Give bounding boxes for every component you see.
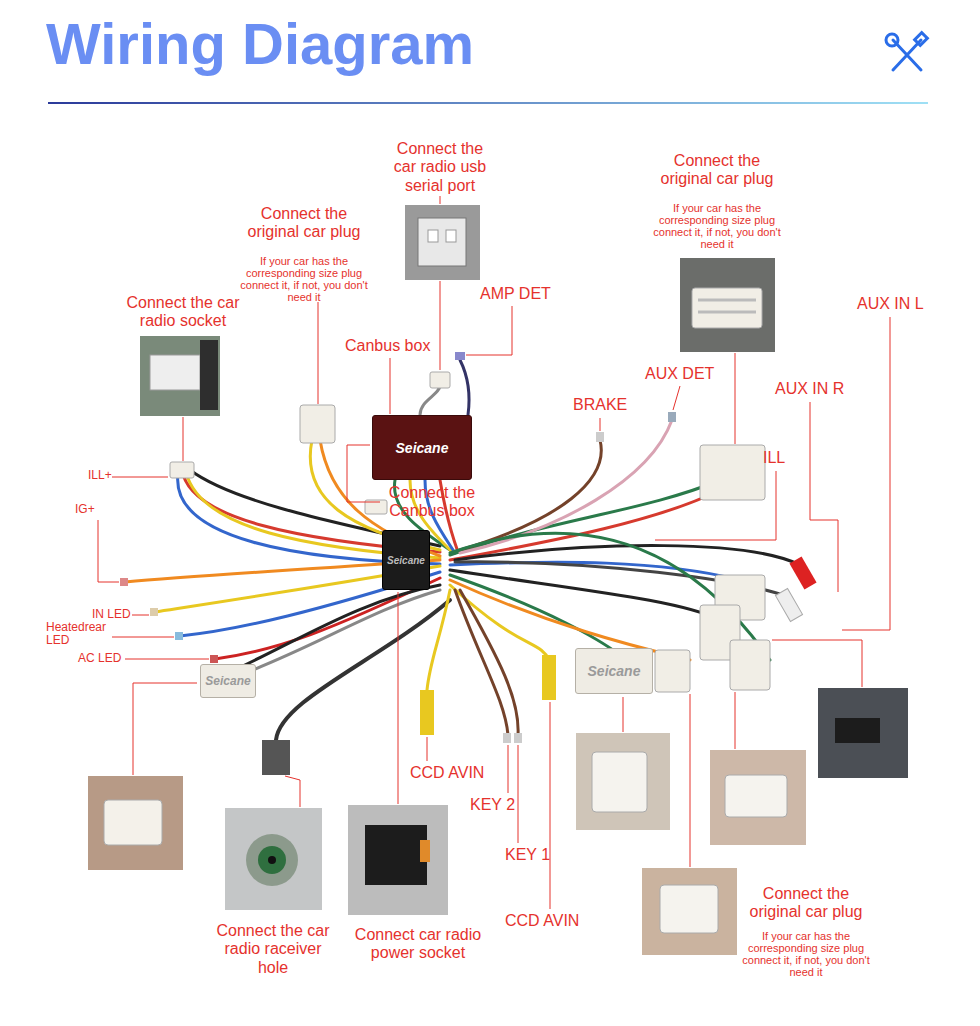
brand-text: Seicane xyxy=(396,440,449,456)
callout-label: AUX IN R xyxy=(775,380,844,398)
brand-text: Seicane xyxy=(205,674,250,688)
callout-label: Connect the car radio usb serial port xyxy=(384,140,496,195)
connector-photo xyxy=(576,733,670,830)
brand-text: Seicane xyxy=(588,663,641,679)
connector-photo xyxy=(710,750,806,845)
tools-icon xyxy=(886,33,927,70)
connector-photo xyxy=(140,336,220,416)
callout-label: CCD AVIN xyxy=(505,912,579,930)
callout-label: Connect the car radio socket xyxy=(116,294,251,331)
callout-label: AUX IN L xyxy=(857,295,924,313)
callout-label: KEY 1 xyxy=(505,846,550,864)
callout-label: Connect car radio power socket xyxy=(343,926,493,963)
connector-photo xyxy=(818,688,908,778)
callout-label: Connect the car radio raceiver hole xyxy=(216,922,331,977)
note-text: If your car has the corresponding size p… xyxy=(237,255,372,303)
connector-block: Seicane xyxy=(372,415,472,480)
callout-label: ILL xyxy=(763,449,785,467)
power-socket-photo xyxy=(348,805,448,915)
callout-label: KEY 2 xyxy=(470,796,515,814)
leader-line xyxy=(98,196,890,909)
connector xyxy=(170,372,770,692)
page-title: Wiring Diagram xyxy=(46,10,474,77)
callout-label: Heatedrear LED xyxy=(46,621,114,647)
connector-photo xyxy=(642,868,737,955)
callout-label: AMP DET xyxy=(480,285,551,303)
callout-label: Connect the original car plug xyxy=(234,205,374,242)
note-text: If your car has the corresponding size p… xyxy=(739,930,874,978)
wire-bundle xyxy=(125,360,800,740)
connector-block: Seicane xyxy=(382,530,430,590)
callout-label: Connect the original car plug xyxy=(736,885,876,922)
rca-plug xyxy=(262,557,817,775)
callout-label: AUX DET xyxy=(645,365,714,383)
callout-label: BRAKE xyxy=(573,396,627,414)
callout-label: CCD AVIN xyxy=(410,764,484,782)
callout-label: Connect the original car plug xyxy=(647,152,787,189)
connector-block: Seicane xyxy=(575,648,653,694)
brand-text: Seicane xyxy=(387,555,425,566)
callout-label: Canbus box xyxy=(345,337,430,355)
callout-label: AC LED xyxy=(78,652,121,665)
callout-label: IN LED xyxy=(92,608,131,621)
connector-photo xyxy=(680,258,775,352)
callout-label: IG+ xyxy=(75,503,95,516)
callout-label: ILL+ xyxy=(88,469,112,482)
callout-label: Connect the Canbus box xyxy=(377,484,487,521)
connector-block: Seicane xyxy=(200,664,256,698)
note-text: If your car has the corresponding size p… xyxy=(650,202,785,250)
antenna-photo xyxy=(225,808,322,910)
title-underline xyxy=(48,102,928,104)
connector-photo xyxy=(405,205,480,280)
connector-photo xyxy=(88,776,183,870)
